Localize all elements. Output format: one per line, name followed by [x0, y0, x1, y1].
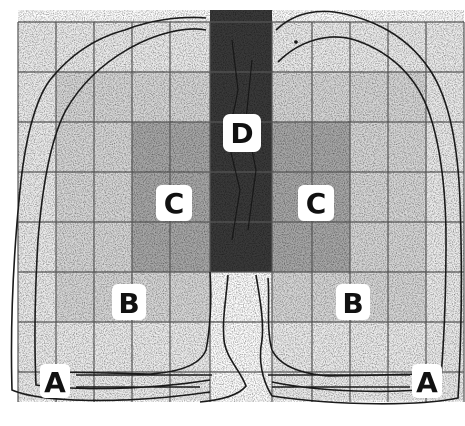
label-d-center: D	[223, 114, 261, 152]
label-c-left: C	[156, 185, 192, 221]
svg-text:C: C	[306, 187, 327, 220]
svg-text:A: A	[44, 366, 66, 399]
svg-text:D: D	[230, 117, 253, 150]
svg-text:A: A	[416, 366, 438, 399]
svg-text:C: C	[164, 187, 185, 220]
svg-text:B: B	[342, 287, 363, 320]
label-c-right: C	[298, 185, 334, 221]
label-b-left: B	[112, 284, 146, 320]
label-a-left: A	[40, 364, 70, 399]
label-a-right: A	[412, 364, 442, 399]
speckle-texture	[18, 10, 464, 402]
label-b-right: B	[336, 284, 370, 320]
svg-text:B: B	[118, 287, 139, 320]
